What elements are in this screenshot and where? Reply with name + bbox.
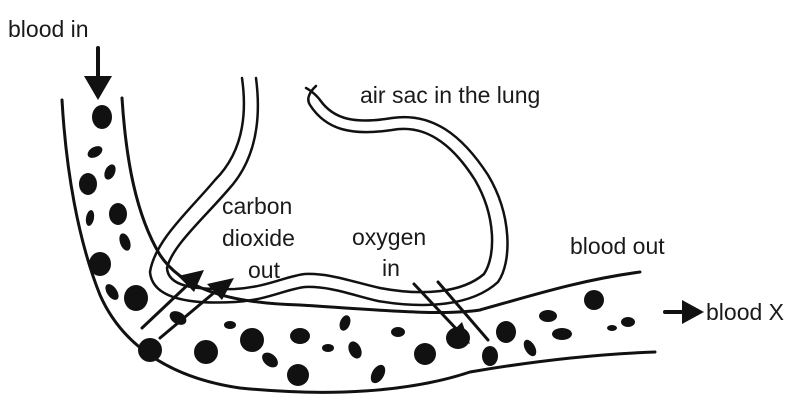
blood-cell xyxy=(521,338,539,359)
blood-cell xyxy=(194,340,218,364)
blood-cell xyxy=(290,328,310,344)
blood-cell xyxy=(259,350,281,371)
label-co2-out: out xyxy=(248,257,281,283)
label-air-sac: air sac in the lung xyxy=(360,82,540,108)
label-blood-out: blood out xyxy=(570,233,665,259)
blood-cell xyxy=(414,343,436,365)
blood-cell xyxy=(117,232,133,252)
blood-cell xyxy=(240,328,264,352)
blood-cell xyxy=(103,282,122,302)
blood-cell xyxy=(287,364,309,386)
blood-cell xyxy=(102,163,118,182)
blood-x-arrow xyxy=(665,300,704,324)
blood-cell xyxy=(584,290,604,310)
blood-cell xyxy=(85,209,96,226)
blood-cell xyxy=(621,317,635,327)
blood-cell xyxy=(552,328,572,340)
label-carbon: carbon xyxy=(222,193,292,219)
blood-cell xyxy=(138,338,162,362)
co2-out-arrows xyxy=(142,270,234,338)
blood-cell xyxy=(539,310,557,322)
air-sac-outer-wall xyxy=(150,78,507,305)
blood-cell xyxy=(391,327,405,337)
label-blood-x: blood X xyxy=(706,299,784,325)
blood-cell xyxy=(92,105,112,129)
blood-in-arrow xyxy=(84,48,112,100)
label-dioxide: dioxide xyxy=(222,225,295,251)
blood-cell xyxy=(79,173,97,195)
blood-cell xyxy=(482,346,498,366)
blood-cell xyxy=(338,314,353,332)
air-sac xyxy=(150,78,507,305)
label-blood-in: blood in xyxy=(8,16,89,42)
label-oxygen: oxygen xyxy=(352,224,426,250)
blood-cell xyxy=(86,144,105,161)
blood-cell xyxy=(346,339,364,360)
blood-cell xyxy=(607,325,617,331)
blood-cell xyxy=(496,321,516,343)
blood-cell xyxy=(89,252,111,276)
blood-cell xyxy=(368,362,388,385)
blood-cell xyxy=(109,203,127,225)
blood-cell xyxy=(124,285,148,311)
label-o2-in: in xyxy=(382,255,400,281)
blood-cell xyxy=(224,321,236,329)
blood-cell xyxy=(322,344,334,352)
